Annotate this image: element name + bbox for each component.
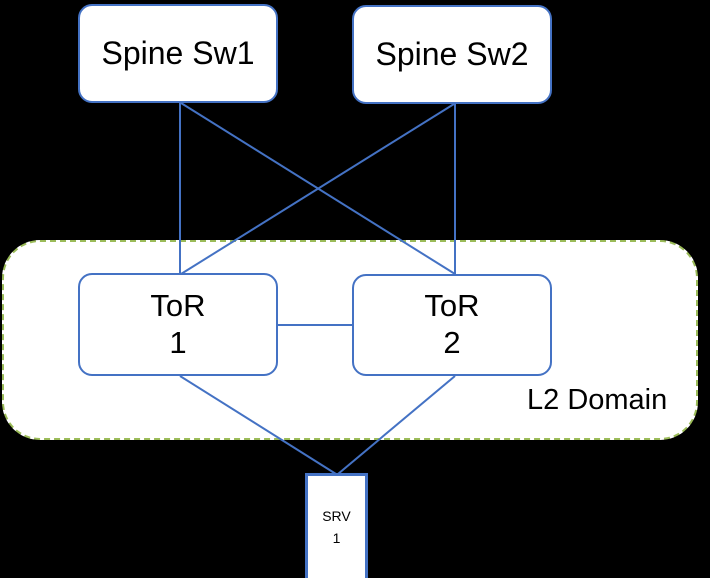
- node-srv-1-label: 1: [332, 530, 341, 546]
- node-tor-2-label: ToR: [424, 288, 480, 324]
- node-tor-1-label: ToR: [150, 287, 206, 323]
- node-spine-sw2-label: Spine Sw2: [375, 35, 529, 72]
- node-tor-2-label: 2: [443, 325, 461, 360]
- node-tor-1-label: 1: [169, 324, 187, 360]
- node-srv-1[interactable]: SRV 1: [305, 473, 368, 578]
- l2-domain-label: L2 Domain: [527, 384, 668, 416]
- node-spine-sw1-label: Spine Sw1: [101, 34, 255, 71]
- node-spine-sw1[interactable]: Spine Sw1: [78, 4, 278, 103]
- node-spine-sw2[interactable]: Spine Sw2: [352, 5, 552, 104]
- node-srv-1-label: SRV: [322, 508, 351, 525]
